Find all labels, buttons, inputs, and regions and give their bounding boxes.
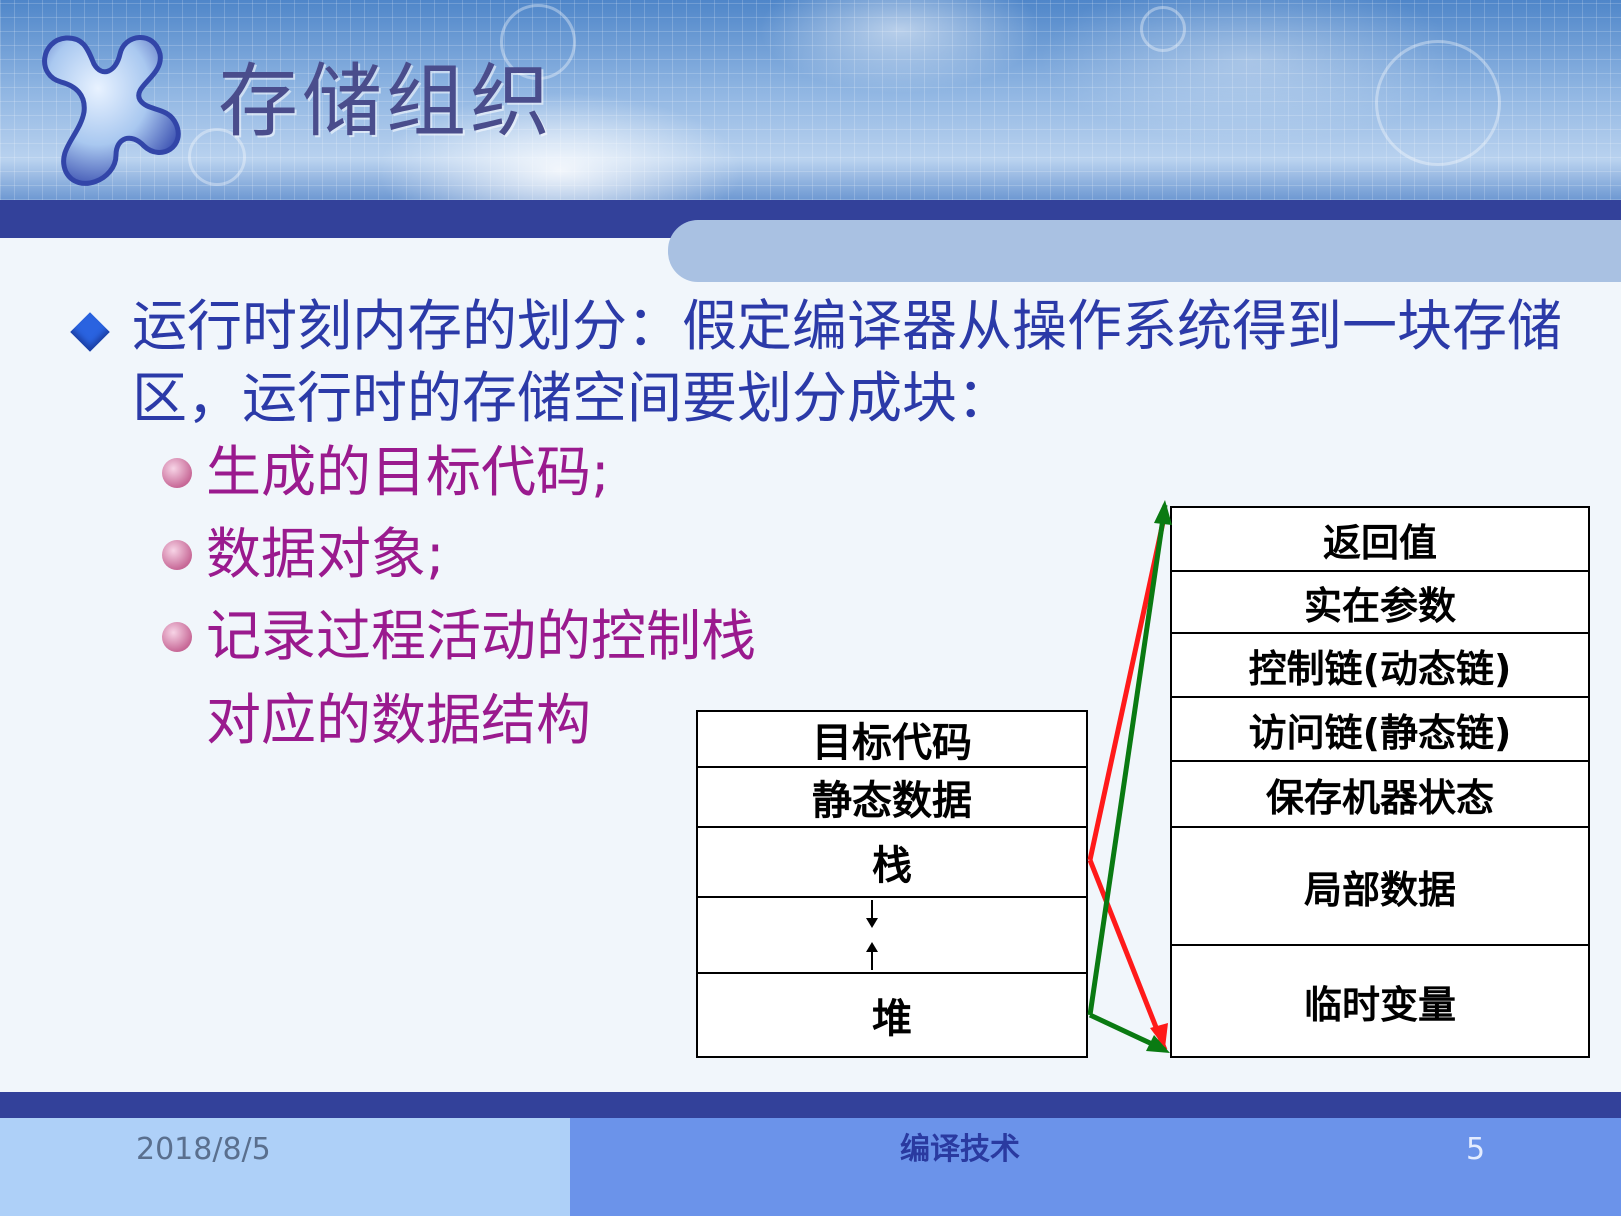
circle-bullet-icon bbox=[162, 622, 192, 652]
footer-page-number: 5 bbox=[1466, 1132, 1486, 1167]
stack-heap-growth-arrows bbox=[866, 900, 878, 970]
diamond-bullet-icon bbox=[70, 312, 110, 352]
footer-right-panel bbox=[570, 1118, 1621, 1216]
sub-bullet-3-continued: 对应的数据结构 bbox=[206, 688, 592, 752]
ar-cell-return-value: 返回值 bbox=[1170, 506, 1590, 572]
ar-cell-access-link: 访问链(静态链) bbox=[1170, 696, 1590, 762]
footer-band bbox=[0, 1092, 1621, 1118]
sub-bullet-2: 数据对象; bbox=[206, 522, 445, 586]
ar-cell-control-link: 控制链(动态链) bbox=[1170, 632, 1590, 698]
header-banner bbox=[0, 0, 1621, 200]
activation-record-arrows bbox=[1087, 500, 1172, 1053]
sub-bullet-3: 记录过程活动的控制栈 bbox=[206, 604, 757, 668]
ar-cell-temporaries: 临时变量 bbox=[1170, 944, 1590, 1058]
circle-bullet-icon bbox=[162, 458, 192, 488]
sub-bullet-1: 生成的目标代码; bbox=[206, 440, 610, 504]
memory-cell-code: 目标代码 bbox=[696, 710, 1088, 768]
ar-cell-actual-params: 实在参数 bbox=[1170, 570, 1590, 634]
x-logo-icon bbox=[42, 35, 181, 186]
footer-course: 编译技术 bbox=[900, 1132, 1020, 1167]
footer-date: 2018/8/5 bbox=[136, 1132, 271, 1167]
footer-left-panel bbox=[0, 1118, 570, 1216]
header-tab-shape bbox=[668, 220, 1621, 282]
memory-cell-heap: 堆 bbox=[696, 972, 1088, 1058]
memory-cell-stack: 栈 bbox=[696, 826, 1088, 898]
ar-cell-local-data: 局部数据 bbox=[1170, 826, 1590, 946]
memory-cell-free bbox=[696, 896, 1088, 974]
main-bullet-text: 运行时刻内存的划分：假定编译器从操作系统得到一块存储区，运行时的存储空间要划分成… bbox=[132, 294, 1563, 430]
slide-title: 存储组织 bbox=[218, 55, 554, 148]
memory-cell-static: 静态数据 bbox=[696, 766, 1088, 828]
circle-bullet-icon bbox=[162, 540, 192, 570]
ar-cell-machine-status: 保存机器状态 bbox=[1170, 760, 1590, 828]
